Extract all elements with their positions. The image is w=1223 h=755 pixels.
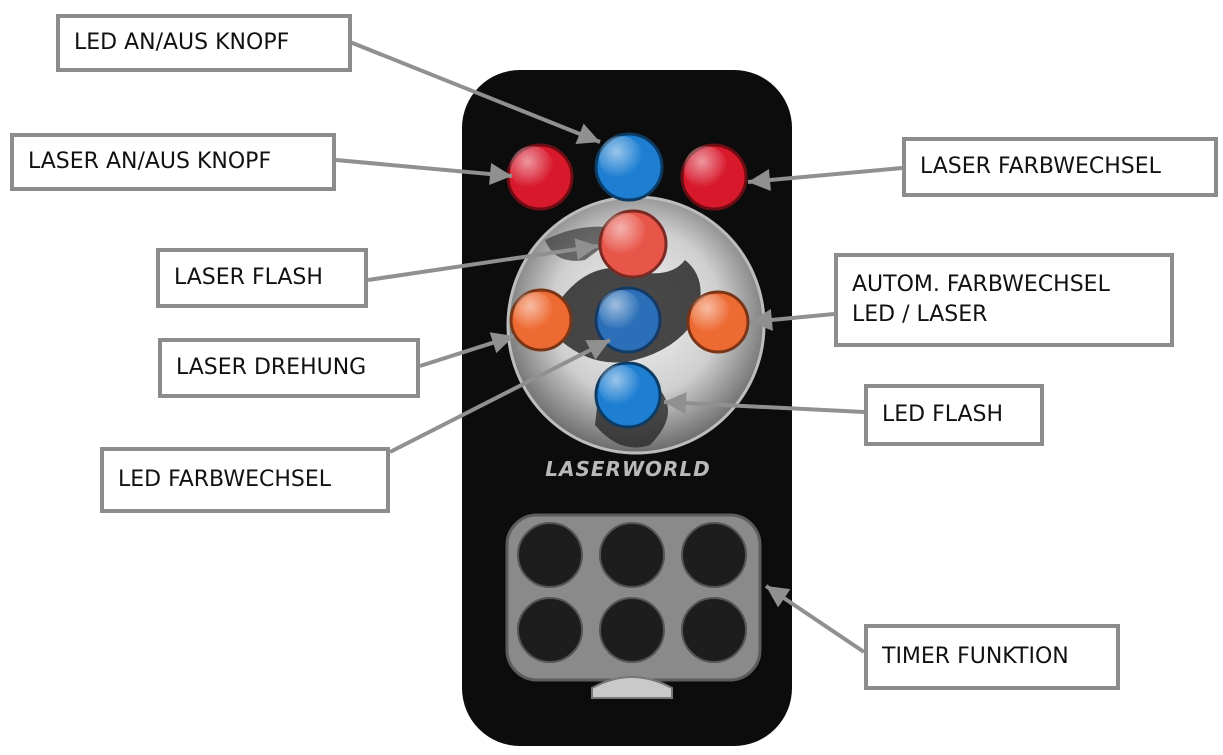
laser-flash-button[interactable] (598, 209, 668, 279)
timer-key[interactable] (599, 522, 665, 588)
timer-key[interactable] (517, 522, 583, 588)
timer-key[interactable] (681, 522, 747, 588)
callout-arrows (335, 40, 903, 654)
callout-led-color-change: LED FARBWECHSEL (100, 447, 390, 513)
led-color-change-button[interactable] (594, 286, 662, 354)
callout-laser-rotation: LASER DREHUNG (158, 338, 420, 398)
battery-tab (591, 676, 673, 699)
arrow-timer-function-head (766, 586, 791, 608)
callout-led-on-off: LED AN/AUS KNOPF (56, 14, 352, 72)
arrow-led-on-off-head (575, 123, 600, 145)
arrow-led-color-change (389, 338, 611, 454)
arrow-led-on-off (349, 40, 601, 144)
brand-logo: LASERWORLD (545, 457, 711, 481)
laser-rotation-button[interactable] (509, 288, 573, 352)
arrow-led-color-change-head (585, 340, 610, 360)
callout-timer-function: TIMER FUNKTION (864, 624, 1120, 690)
callout-laser-flash: LASER FLASH (156, 248, 368, 308)
arrow-laser-on-off (335, 158, 513, 178)
arrow-laser-color-change-head (748, 169, 771, 191)
callout-led-flash: LED FLASH (864, 384, 1044, 446)
arrow-laser-flash-head (574, 238, 598, 261)
timer-panel (505, 513, 762, 682)
laser-on-off-button[interactable] (506, 143, 574, 211)
arrow-led-flash (663, 400, 865, 414)
arrow-led-flash-head (664, 392, 687, 415)
arrow-laser-rotation-head (489, 332, 514, 354)
callout-laser-color-change: LASER FARBWECHSEL (902, 137, 1218, 197)
timer-key[interactable] (681, 597, 747, 663)
auto-color-change-button[interactable] (686, 290, 750, 354)
timer-key[interactable] (517, 597, 583, 663)
led-on-off-button[interactable] (594, 132, 664, 202)
led-flash-button[interactable] (594, 361, 662, 429)
arrow-laser-flash (367, 244, 599, 282)
arrow-laser-color-change (747, 166, 903, 184)
timer-key[interactable] (599, 597, 665, 663)
arrow-laser-on-off-head (489, 163, 512, 185)
callout-laser-on-off: LASER AN/AUS KNOPF (10, 133, 336, 191)
callout-auto-color-change: AUTOM. FARBWECHSEL LED / LASER (834, 253, 1174, 347)
laser-color-change-button[interactable] (680, 143, 748, 211)
arrow-auto-color-change-head (750, 308, 773, 331)
